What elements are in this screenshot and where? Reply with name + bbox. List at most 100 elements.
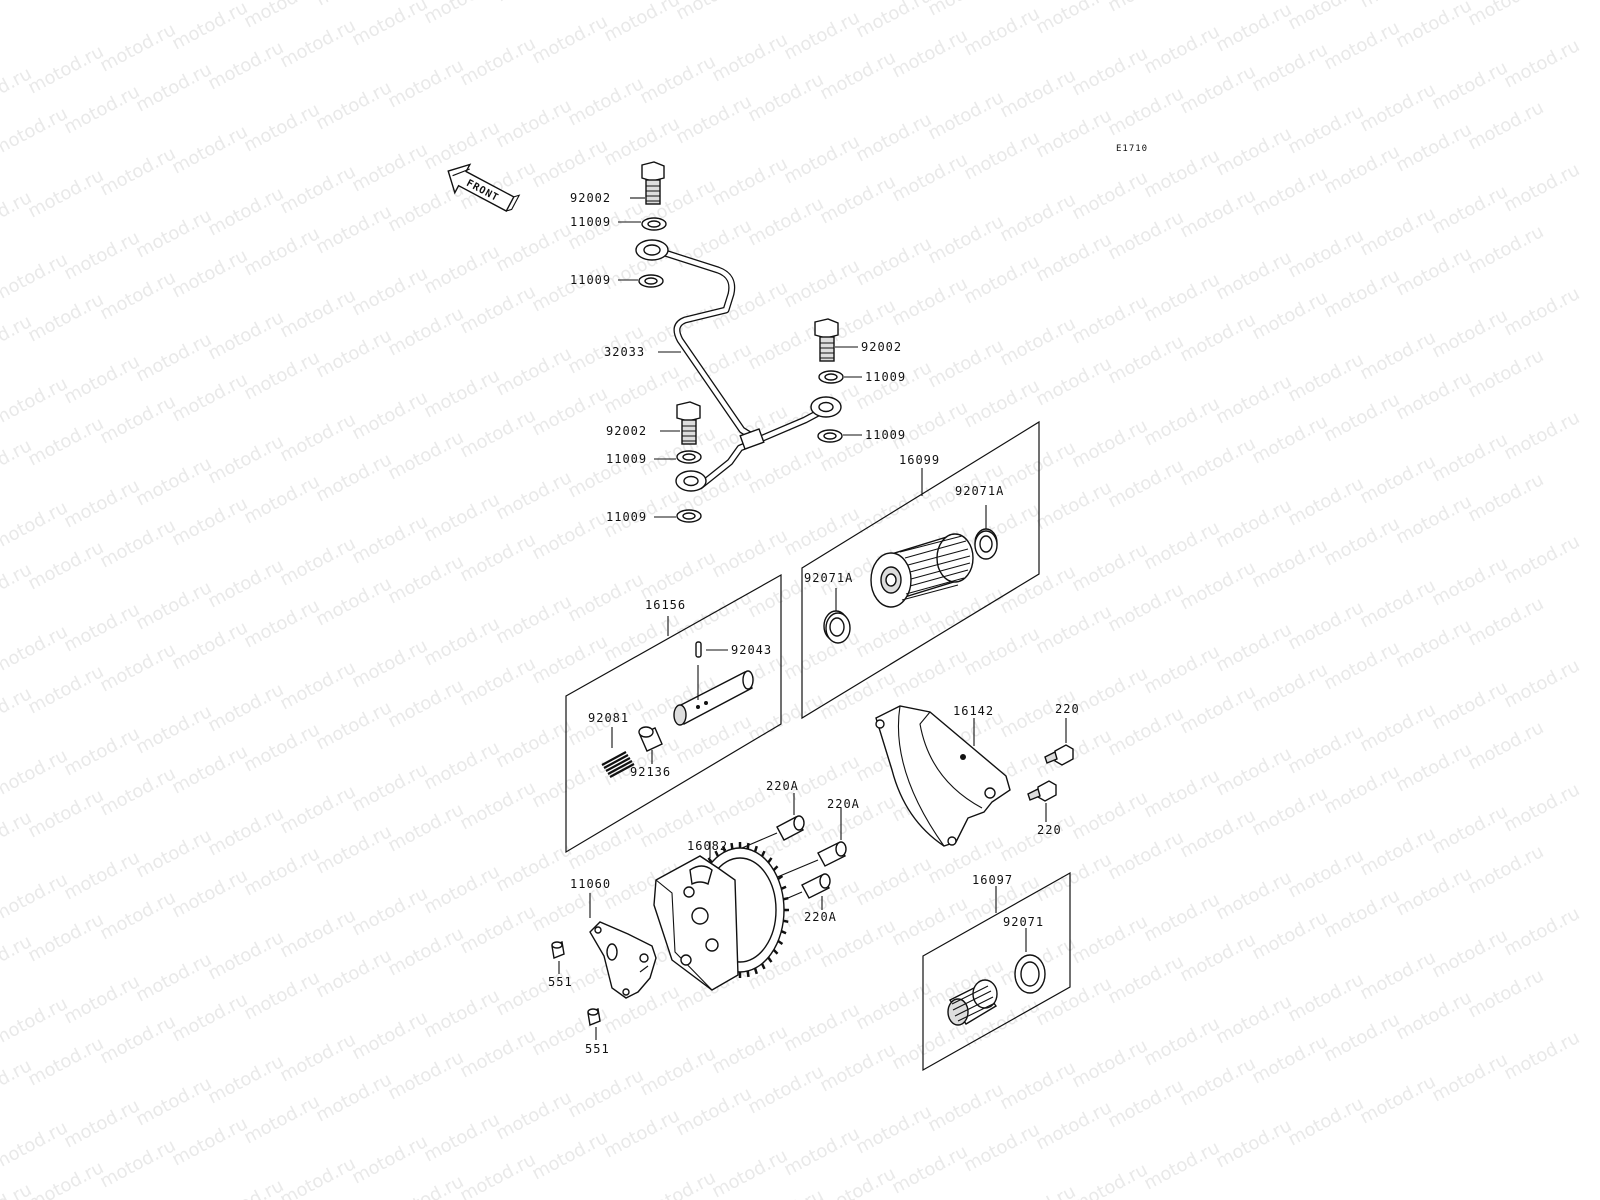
- svg-text:motod.ru: motod.ru: [456, 1149, 539, 1200]
- svg-text:motod.ru: motod.ru: [1140, 641, 1223, 698]
- svg-text:motod.ru: motod.ru: [348, 139, 431, 196]
- svg-text:motod.ru: motod.ru: [1248, 535, 1331, 592]
- svg-text:motod.ru: motod.ru: [312, 201, 395, 258]
- svg-text:motod.ru: motod.ru: [312, 945, 395, 1002]
- label-92002-top: 92002: [570, 191, 611, 205]
- svg-text:motod.ru: motod.ru: [420, 365, 503, 422]
- svg-text:motod.ru: motod.ru: [996, 1057, 1079, 1114]
- svg-text:motod.ru: motod.ru: [204, 37, 287, 94]
- svg-text:motod.ru: motod.ru: [132, 701, 215, 758]
- label-92071a-right: 92071A: [955, 484, 1004, 498]
- svg-text:motod.ru: motod.ru: [1176, 61, 1259, 118]
- svg-text:motod.ru: motod.ru: [420, 861, 503, 918]
- svg-text:motod.ru: motod.ru: [276, 1029, 359, 1086]
- svg-text:motod.ru: motod.ru: [852, 357, 935, 414]
- svg-text:motod.ru: motod.ru: [564, 73, 647, 130]
- svg-text:motod.ru: motod.ru: [312, 821, 395, 878]
- svg-text:motod.ru: motod.ru: [24, 289, 107, 346]
- svg-text:motod.ru: motod.ru: [240, 471, 323, 528]
- svg-text:motod.ru: motod.ru: [96, 763, 179, 820]
- svg-text:motod.ru: motod.ru: [348, 1007, 431, 1064]
- svg-text:motod.ru: motod.ru: [1032, 477, 1115, 534]
- svg-text:motod.ru: motod.ru: [1140, 1013, 1223, 1070]
- label-92002-right: 92002: [861, 340, 902, 354]
- svg-text:motod.ru: motod.ru: [1212, 867, 1295, 924]
- svg-text:motod.ru: motod.ru: [1284, 597, 1367, 654]
- svg-text:motod.ru: motod.ru: [384, 799, 467, 856]
- label-92043: 92043: [731, 643, 772, 657]
- svg-text:motod.ru: motod.ru: [1140, 269, 1223, 326]
- svg-text:motod.ru: motod.ru: [384, 923, 467, 980]
- svg-text:motod.ru: motod.ru: [600, 0, 683, 46]
- svg-text:motod.ru: motod.ru: [1284, 1093, 1367, 1150]
- svg-text:motod.ru: motod.ru: [96, 391, 179, 448]
- svg-text:motod.ru: motod.ru: [132, 329, 215, 386]
- svg-text:motod.ru: motod.ru: [1500, 655, 1583, 712]
- svg-text:motod.ru: motod.ru: [384, 675, 467, 732]
- svg-text:motod.ru: motod.ru: [1320, 513, 1403, 570]
- svg-text:motod.ru: motod.ru: [1464, 0, 1547, 30]
- svg-text:motod.ru: motod.ru: [1500, 779, 1583, 836]
- svg-text:motod.ru: motod.ru: [1140, 1137, 1223, 1194]
- svg-text:motod.ru: motod.ru: [168, 0, 251, 54]
- svg-text:motod.ru: motod.ru: [384, 427, 467, 484]
- svg-text:motod.ru: motod.ru: [708, 29, 791, 86]
- svg-text:motod.ru: motod.ru: [1392, 987, 1475, 1044]
- svg-text:motod.ru: motod.ru: [1392, 243, 1475, 300]
- svg-text:motod.ru: motod.ru: [1140, 21, 1223, 78]
- svg-text:motod.ru: motod.ru: [1248, 163, 1331, 220]
- svg-text:motod.ru: motod.ru: [348, 1131, 431, 1188]
- cover-bolt-1: [1044, 744, 1074, 766]
- svg-text:motod.ru: motod.ru: [240, 99, 323, 156]
- svg-text:motod.ru: motod.ru: [492, 95, 575, 152]
- svg-text:motod.ru: motod.ru: [204, 183, 287, 240]
- svg-text:motod.ru: motod.ru: [816, 47, 899, 104]
- figure-code: E1710: [1116, 144, 1148, 154]
- svg-text:motod.ru: motod.ru: [492, 591, 575, 648]
- svg-text:motod.ru: motod.ru: [420, 737, 503, 794]
- svg-text:motod.ru: motod.ru: [1176, 433, 1259, 490]
- svg-text:motod.ru: motod.ru: [672, 91, 755, 148]
- svg-text:motod.ru: motod.ru: [1176, 805, 1259, 862]
- svg-text:motod.ru: motod.ru: [456, 529, 539, 586]
- svg-text:motod.ru: motod.ru: [528, 135, 611, 192]
- svg-text:motod.ru: motod.ru: [1356, 79, 1439, 136]
- svg-text:motod.ru: motod.ru: [1392, 0, 1475, 52]
- svg-text:motod.ru: motod.ru: [1356, 823, 1439, 880]
- svg-text:motod.ru: motod.ru: [1248, 287, 1331, 344]
- svg-text:motod.ru: motod.ru: [1104, 83, 1187, 140]
- svg-text:motod.ru: motod.ru: [1284, 225, 1367, 282]
- svg-text:motod.ru: motod.ru: [240, 347, 323, 404]
- svg-text:motod.ru: motod.ru: [528, 11, 611, 68]
- label-92071: 92071: [1003, 915, 1044, 929]
- svg-text:motod.ru: motod.ru: [528, 755, 611, 812]
- svg-text:motod.ru: motod.ru: [204, 803, 287, 860]
- svg-text:motod.ru: motod.ru: [636, 423, 719, 480]
- svg-text:motod.ru: motod.ru: [564, 569, 647, 626]
- svg-text:motod.ru: motod.ru: [780, 627, 863, 684]
- label-220-2: 220: [1037, 823, 1062, 837]
- filter-kit-box: [801, 420, 1040, 720]
- svg-text:motod.ru: motod.ru: [672, 587, 755, 644]
- svg-text:motod.ru: motod.ru: [96, 1135, 179, 1192]
- svg-text:motod.ru: motod.ru: [1392, 367, 1475, 424]
- screen-oring: [1014, 954, 1046, 994]
- svg-text:motod.ru: motod.ru: [1212, 1115, 1295, 1172]
- svg-text:motod.ru: motod.ru: [600, 361, 683, 418]
- svg-text:motod.ru: motod.ru: [492, 839, 575, 896]
- svg-text:motod.ru: motod.ru: [1140, 145, 1223, 202]
- svg-text:motod.ru: motod.ru: [1032, 725, 1115, 782]
- svg-text:motod.ru: motod.ru: [492, 219, 575, 276]
- svg-text:motod.ru: motod.ru: [204, 307, 287, 364]
- svg-text:motod.ru: motod.ru: [240, 1091, 323, 1148]
- relief-valve-body: [673, 670, 754, 726]
- svg-text:motod.ru: motod.ru: [744, 1061, 827, 1118]
- svg-text:motod.ru: motod.ru: [960, 251, 1043, 308]
- valve-plunger: [638, 726, 663, 752]
- pump-bolt-1: [741, 815, 805, 849]
- svg-text:motod.ru: motod.ru: [1428, 925, 1511, 982]
- label-16156: 16156: [645, 598, 686, 612]
- svg-text:motod.ru: motod.ru: [960, 1119, 1043, 1176]
- svg-text:motod.ru: motod.ru: [96, 639, 179, 696]
